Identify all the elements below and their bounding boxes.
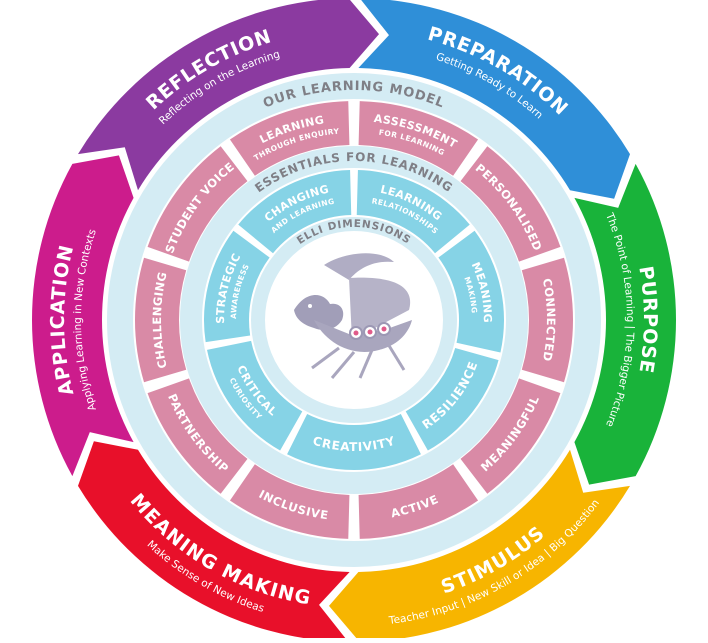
reflection-segment xyxy=(77,0,380,191)
essential-partnership xyxy=(147,378,248,494)
meaning-making-segment xyxy=(77,441,350,642)
stimulus-segment xyxy=(328,449,631,642)
elli-creativity-label: CREATIVITY xyxy=(311,433,396,453)
essential-learning xyxy=(229,101,350,176)
elli-meaning xyxy=(438,230,504,353)
essential-meaningful xyxy=(460,378,561,494)
elli-resilience xyxy=(405,348,499,451)
viking-ship-emblem xyxy=(294,253,412,379)
application-segment xyxy=(32,155,134,477)
purpose-segment xyxy=(574,163,676,485)
essential-inclusive xyxy=(229,464,350,539)
essential-challenging xyxy=(135,257,187,383)
elli-critical xyxy=(207,340,303,451)
elli-strategic xyxy=(203,230,270,343)
elli-creativity xyxy=(287,413,421,470)
elli-changing xyxy=(238,170,352,254)
preparation-segment xyxy=(358,0,631,199)
model-label-band xyxy=(107,73,601,567)
essential-personalised xyxy=(460,146,561,262)
essential-connected-label: CONNECTED xyxy=(540,277,558,363)
essentials-label-band xyxy=(180,146,528,494)
essential-connected xyxy=(521,257,573,383)
essential-assessment xyxy=(358,101,479,176)
elli-learning xyxy=(356,170,470,254)
elli-label-band xyxy=(251,217,457,423)
essential-active xyxy=(358,464,479,539)
essential-challenging-label: CHALLENGING xyxy=(149,270,169,370)
elli-ring: LEARNINGRELATIONSHIPSMEANINGMAKINGRESILI… xyxy=(203,170,504,470)
essential-student-voice xyxy=(147,146,248,262)
